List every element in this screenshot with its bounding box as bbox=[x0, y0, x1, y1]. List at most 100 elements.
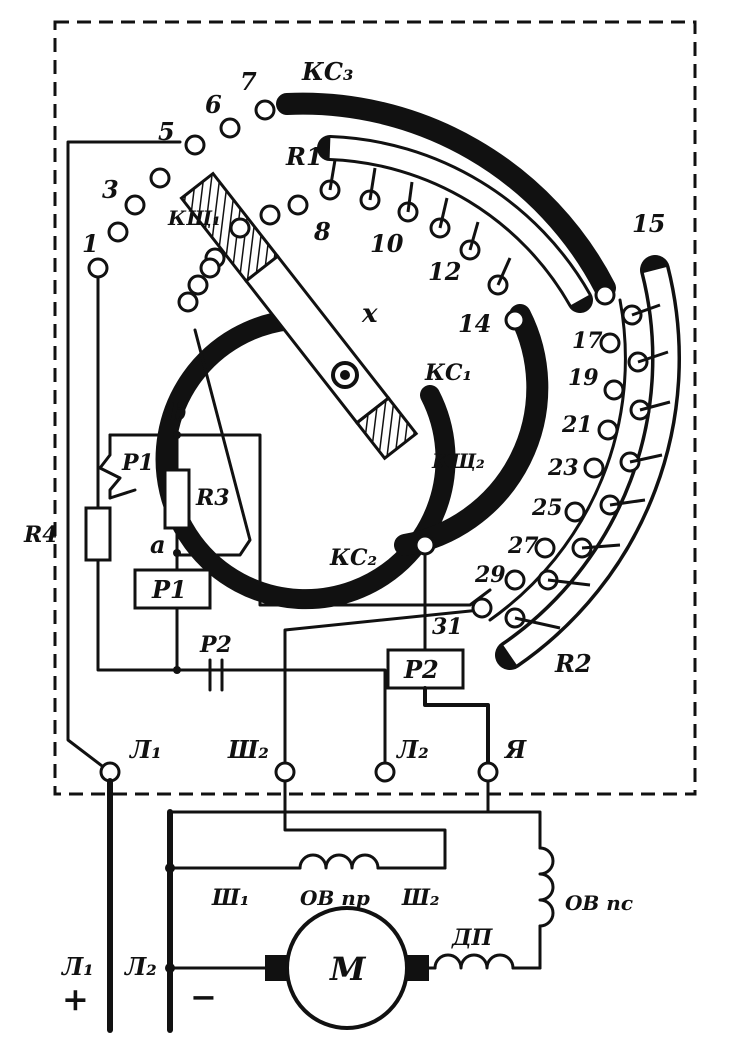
kc1-contact-arc bbox=[155, 310, 456, 610]
label-ksh1: КЩ₁ bbox=[167, 206, 221, 230]
contact-stud bbox=[87, 257, 109, 279]
label-c10: 10 bbox=[370, 229, 404, 258]
contact-stud bbox=[187, 274, 209, 296]
label-l1-supply: Л₁ bbox=[60, 952, 94, 981]
r2-tap bbox=[609, 498, 646, 507]
dp-coil bbox=[433, 953, 515, 970]
label-sh1: Ш₁ bbox=[211, 885, 250, 911]
label-c17: 17 bbox=[572, 328, 603, 354]
r2-inner-edge bbox=[488, 298, 627, 622]
label-kc3: КС₃ bbox=[301, 57, 353, 86]
r1-resistor-band-fill bbox=[329, 138, 589, 305]
label-p1-coil: Р1 bbox=[151, 575, 187, 604]
label-dp: ДП bbox=[451, 925, 494, 951]
r2-tap bbox=[547, 578, 591, 587]
r2-tap bbox=[637, 350, 669, 364]
r4-resistor bbox=[84, 506, 112, 562]
lever-pivot-center bbox=[340, 370, 350, 380]
label-c6: 6 bbox=[205, 90, 222, 119]
label-c27: 27 bbox=[507, 533, 539, 559]
contact-stud bbox=[594, 284, 616, 306]
p1-coil bbox=[133, 568, 212, 610]
terminal-sh2[interactable] bbox=[274, 761, 296, 783]
label-a: a bbox=[150, 530, 166, 559]
contact-stud bbox=[534, 537, 556, 559]
terminal-l2[interactable] bbox=[374, 761, 396, 783]
label-p1-contact: Р1 bbox=[121, 450, 154, 476]
r2-tap bbox=[514, 616, 561, 630]
label-c1: 1 bbox=[82, 229, 99, 258]
contact-stud bbox=[229, 217, 251, 239]
contact-stud bbox=[259, 204, 281, 226]
label-c15: 15 bbox=[632, 209, 665, 238]
wire-p2-ya bbox=[423, 686, 490, 774]
label-b: b bbox=[170, 397, 187, 426]
r2-tap bbox=[631, 303, 661, 317]
r2-tap bbox=[629, 453, 663, 464]
r1-tap bbox=[406, 181, 414, 213]
label-c31: 31 bbox=[432, 614, 463, 640]
label-p2-coil: Р2 bbox=[403, 655, 439, 684]
ovps-coil bbox=[538, 846, 555, 928]
contact-stud bbox=[124, 194, 146, 216]
label-kc1: КС₁ bbox=[424, 360, 472, 386]
label-l2-supply: Л₂ bbox=[123, 952, 157, 981]
label-p2-contact: Р2 bbox=[199, 632, 232, 658]
r1-tap bbox=[328, 159, 337, 191]
contact-stud bbox=[599, 332, 621, 354]
motor-brush-left bbox=[265, 955, 287, 981]
label-ksh2: КЩ₂ bbox=[431, 449, 485, 473]
label-c12: 12 bbox=[428, 257, 461, 286]
node-p1-bottom bbox=[173, 666, 181, 674]
r2-tap bbox=[581, 543, 621, 550]
wire-sh2 bbox=[283, 608, 482, 774]
contact-stud bbox=[597, 419, 619, 441]
kc3-contact-arc bbox=[276, 92, 616, 299]
label-r3: R3 bbox=[195, 485, 230, 511]
r1-tap bbox=[368, 167, 377, 201]
label-c19: 19 bbox=[568, 365, 599, 391]
label-c21: 21 bbox=[561, 412, 593, 438]
contact-stud bbox=[149, 167, 171, 189]
ovpr-coil bbox=[298, 853, 380, 870]
contact-studs bbox=[87, 99, 671, 630]
label-c29: 29 bbox=[474, 562, 506, 588]
wire-sh2-field bbox=[283, 779, 447, 870]
label-minus: − bbox=[190, 978, 217, 1016]
label-r4: R4 bbox=[23, 522, 58, 548]
motor-brush-right bbox=[407, 955, 429, 981]
terminal-ya[interactable] bbox=[477, 761, 499, 783]
label-plus: + bbox=[62, 980, 89, 1018]
contact-stud bbox=[414, 534, 436, 556]
enclosure-frame bbox=[53, 20, 697, 796]
label-c23: 23 bbox=[547, 455, 579, 481]
lever-pivot bbox=[331, 361, 359, 389]
node-sh1 bbox=[165, 863, 175, 873]
contact-stud bbox=[504, 569, 526, 591]
label-sh2-field: Ш₂ bbox=[401, 885, 440, 911]
contact-stud bbox=[254, 99, 276, 121]
label-c8: 8 bbox=[313, 217, 331, 246]
contact-stud bbox=[219, 117, 241, 139]
label-r1: R1 bbox=[285, 142, 323, 171]
node-a bbox=[173, 549, 181, 557]
label-ovps: ОВ пс bbox=[565, 891, 633, 915]
node-l2 bbox=[165, 963, 175, 973]
r1-tap bbox=[496, 257, 512, 286]
p1-contact-arm bbox=[108, 488, 137, 500]
wire-contact1 bbox=[96, 266, 387, 774]
contact-stud bbox=[107, 221, 129, 243]
node-b bbox=[173, 431, 181, 439]
wire-left-top bbox=[66, 140, 182, 774]
label-c3: 3 bbox=[102, 175, 119, 204]
label-c25: 25 bbox=[531, 495, 563, 521]
r1-tap bbox=[438, 197, 449, 229]
contact-stud bbox=[504, 309, 526, 331]
label-l2-term: Л₂ bbox=[395, 735, 429, 764]
label-kc2: КС₂ bbox=[329, 545, 377, 571]
label-ya-term: Я bbox=[503, 735, 527, 764]
label-x: x bbox=[361, 299, 378, 329]
r1-tap bbox=[468, 221, 480, 251]
